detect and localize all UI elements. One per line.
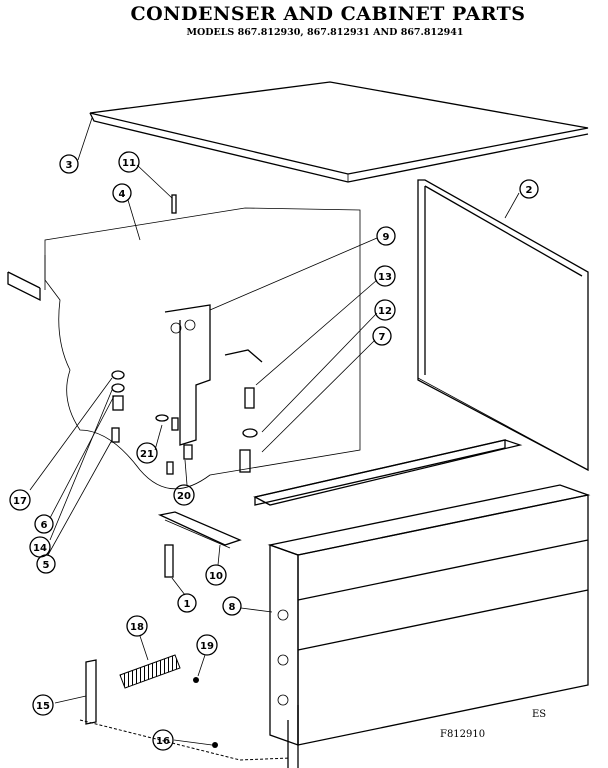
- grille-part-18: [119, 654, 181, 689]
- callout-18: 18: [126, 615, 148, 637]
- condenser-coil: [267, 484, 591, 768]
- svg-text:9: 9: [383, 232, 390, 243]
- callout-19: 19: [196, 634, 218, 656]
- left-bracket: [7, 255, 46, 302]
- callout-12: 12: [374, 299, 396, 321]
- bracket-part-1: [164, 544, 174, 578]
- svg-text:19: 19: [200, 641, 214, 652]
- svg-text:8: 8: [229, 602, 236, 613]
- svg-text:18: 18: [130, 622, 144, 633]
- leader-lines: [29, 117, 520, 746]
- callout-4: 4: [112, 183, 132, 203]
- svg-text:1: 1: [184, 599, 191, 610]
- screw-part-16: [212, 742, 218, 748]
- callout-6: 6: [34, 514, 54, 534]
- diagram-subtitle: MODELS 867.812930, 867.812931 AND 867.81…: [186, 27, 463, 38]
- callout-13: 13: [374, 265, 396, 287]
- svg-text:12: 12: [378, 306, 392, 317]
- svg-text:10: 10: [209, 571, 223, 582]
- base-divider: [253, 439, 523, 506]
- callout-5: 5: [36, 554, 56, 574]
- side-panel: [417, 179, 589, 472]
- svg-text:16: 16: [156, 736, 170, 747]
- callout-11: 11: [118, 151, 140, 173]
- callout-16: 16: [152, 729, 174, 751]
- callout-8: 8: [222, 596, 242, 616]
- fasteners: [111, 194, 258, 475]
- callout-9: 9: [376, 226, 396, 246]
- diagram-title: CONDENSER AND CABINET PARTS: [130, 3, 525, 25]
- mount-rail: [157, 511, 242, 549]
- svg-text:13: 13: [378, 272, 392, 283]
- svg-text:21: 21: [140, 449, 154, 460]
- callout-15: 15: [32, 694, 54, 716]
- svg-text:20: 20: [177, 491, 191, 502]
- callout-7: 7: [372, 326, 392, 346]
- callout-17: 17: [9, 489, 31, 511]
- svg-text:2: 2: [526, 185, 533, 196]
- base-outline: [79, 719, 291, 761]
- svg-text:7: 7: [379, 332, 386, 343]
- insulation-panel: [44, 207, 361, 490]
- svg-text:17: 17: [13, 496, 27, 507]
- callout-20: 20: [173, 484, 195, 506]
- svg-text:15: 15: [36, 701, 50, 712]
- svg-text:14: 14: [33, 543, 47, 554]
- mount-bracket: [164, 304, 263, 446]
- callout-2: 2: [519, 179, 539, 199]
- callout-3: 3: [59, 154, 79, 174]
- strip-part-15: [85, 659, 97, 725]
- top-cover: [89, 81, 589, 183]
- svg-text:5: 5: [43, 560, 50, 571]
- callout-14: 14: [29, 536, 51, 558]
- corner-mark: ES: [532, 709, 546, 720]
- screw-part-19: [193, 677, 199, 683]
- callout-10: 10: [205, 564, 227, 586]
- callout-21: 21: [136, 442, 158, 464]
- svg-text:3: 3: [66, 160, 73, 171]
- drawing-code: F812910: [440, 729, 485, 740]
- callout-1: 1: [177, 593, 197, 613]
- svg-text:4: 4: [119, 189, 126, 200]
- svg-text:6: 6: [41, 520, 48, 531]
- svg-text:11: 11: [122, 158, 136, 169]
